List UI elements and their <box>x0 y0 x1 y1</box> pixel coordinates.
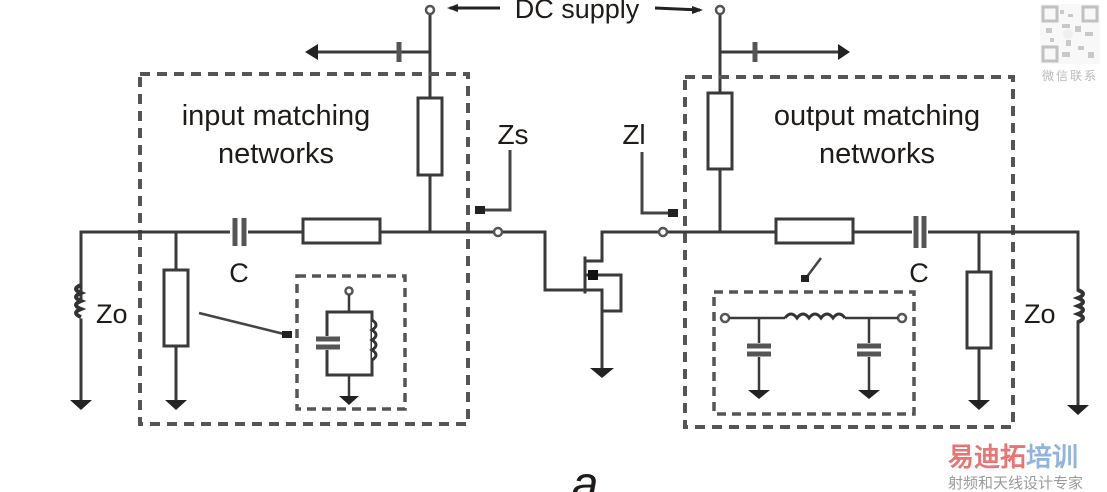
ground-icon <box>70 400 92 410</box>
fet-transistor-icon <box>543 230 722 378</box>
input-series-line-element <box>301 217 382 245</box>
output-port-node <box>657 226 669 238</box>
input-matching-network-box <box>138 72 470 426</box>
brand-name-red: 易迪拓 <box>948 443 1026 473</box>
pointer-tip-icon <box>282 331 292 338</box>
ground-icon <box>968 400 990 410</box>
output-shunt-stub <box>965 230 993 410</box>
tank-inductor-icon <box>369 318 378 362</box>
output-shunt-element <box>965 270 993 350</box>
ground-icon <box>165 400 187 410</box>
series-inductor-icon <box>783 312 847 321</box>
input-dc-stub-element <box>416 96 444 177</box>
qr-finder-icon <box>1081 5 1099 23</box>
brand-watermark: 易迪拓 培训 射频和天线设计专家 <box>948 443 1083 492</box>
qr-finder-icon <box>1041 45 1059 63</box>
input-shunt-stub <box>162 230 292 410</box>
load-impedance-label: Zl <box>622 119 645 150</box>
qr-code-watermark <box>1040 4 1100 64</box>
ground-icon <box>858 390 880 399</box>
detail-pointer-line <box>805 257 822 279</box>
zs-pointer <box>475 150 512 214</box>
brand-tagline: 射频和天线设计专家 <box>948 474 1083 492</box>
arrow-left-icon <box>305 44 318 60</box>
input-port-node <box>492 226 504 238</box>
arrow-left-icon <box>447 4 458 12</box>
input-network-label-line2: networks <box>218 138 334 170</box>
output-dc-stub-element <box>706 91 734 171</box>
output-termination <box>1067 230 1089 415</box>
input-dc-node <box>424 4 436 16</box>
input-network-label-line1: input matching <box>182 100 371 132</box>
arrow-right-icon <box>692 6 703 14</box>
qr-finder-icon <box>1041 5 1059 23</box>
ground-icon <box>1067 405 1089 415</box>
qr-caption: 微信联系 <box>1042 69 1098 83</box>
pointer-tip-icon <box>475 206 485 214</box>
output-matching-network-box <box>683 75 1015 429</box>
ground-icon <box>748 390 770 399</box>
output-pi-detail <box>712 290 916 416</box>
input-termination <box>70 230 92 410</box>
input-capacitor-label: C <box>229 258 249 288</box>
output-termination-label: Zo <box>1024 299 1056 329</box>
arrow-right-icon <box>838 44 850 60</box>
output-dc-node <box>714 4 726 16</box>
input-termination-label: Zo <box>96 299 128 329</box>
dc-supply-annotation: DC supply <box>424 0 726 234</box>
output-main-line <box>657 91 1080 248</box>
input-shunt-element <box>162 268 190 348</box>
pointer-tip-icon <box>801 275 809 282</box>
input-detail-box <box>295 274 407 411</box>
input-tank-detail <box>295 274 407 411</box>
inductor-icon <box>1072 288 1085 324</box>
input-dc-bypass <box>305 42 432 62</box>
subfigure-label: a <box>572 458 599 492</box>
output-dc-bypass <box>718 42 850 62</box>
ground-icon <box>339 396 359 405</box>
ground-icon <box>590 368 614 378</box>
brand-name-blue: 培训 <box>1026 443 1078 473</box>
source-impedance-label: Zs <box>497 119 528 150</box>
detail-pointer-line <box>198 311 289 337</box>
output-series-line-element <box>774 217 855 245</box>
output-detail-box <box>712 290 916 416</box>
dc-supply-label: DC supply <box>515 0 640 24</box>
output-capacitor-label: C <box>909 258 929 288</box>
pointer-tip-icon <box>668 209 678 217</box>
output-network-label-line1: output matching <box>774 100 980 132</box>
inductor-icon <box>74 283 87 319</box>
zl-pointer <box>640 152 678 217</box>
output-network-label-line2: networks <box>819 138 935 170</box>
